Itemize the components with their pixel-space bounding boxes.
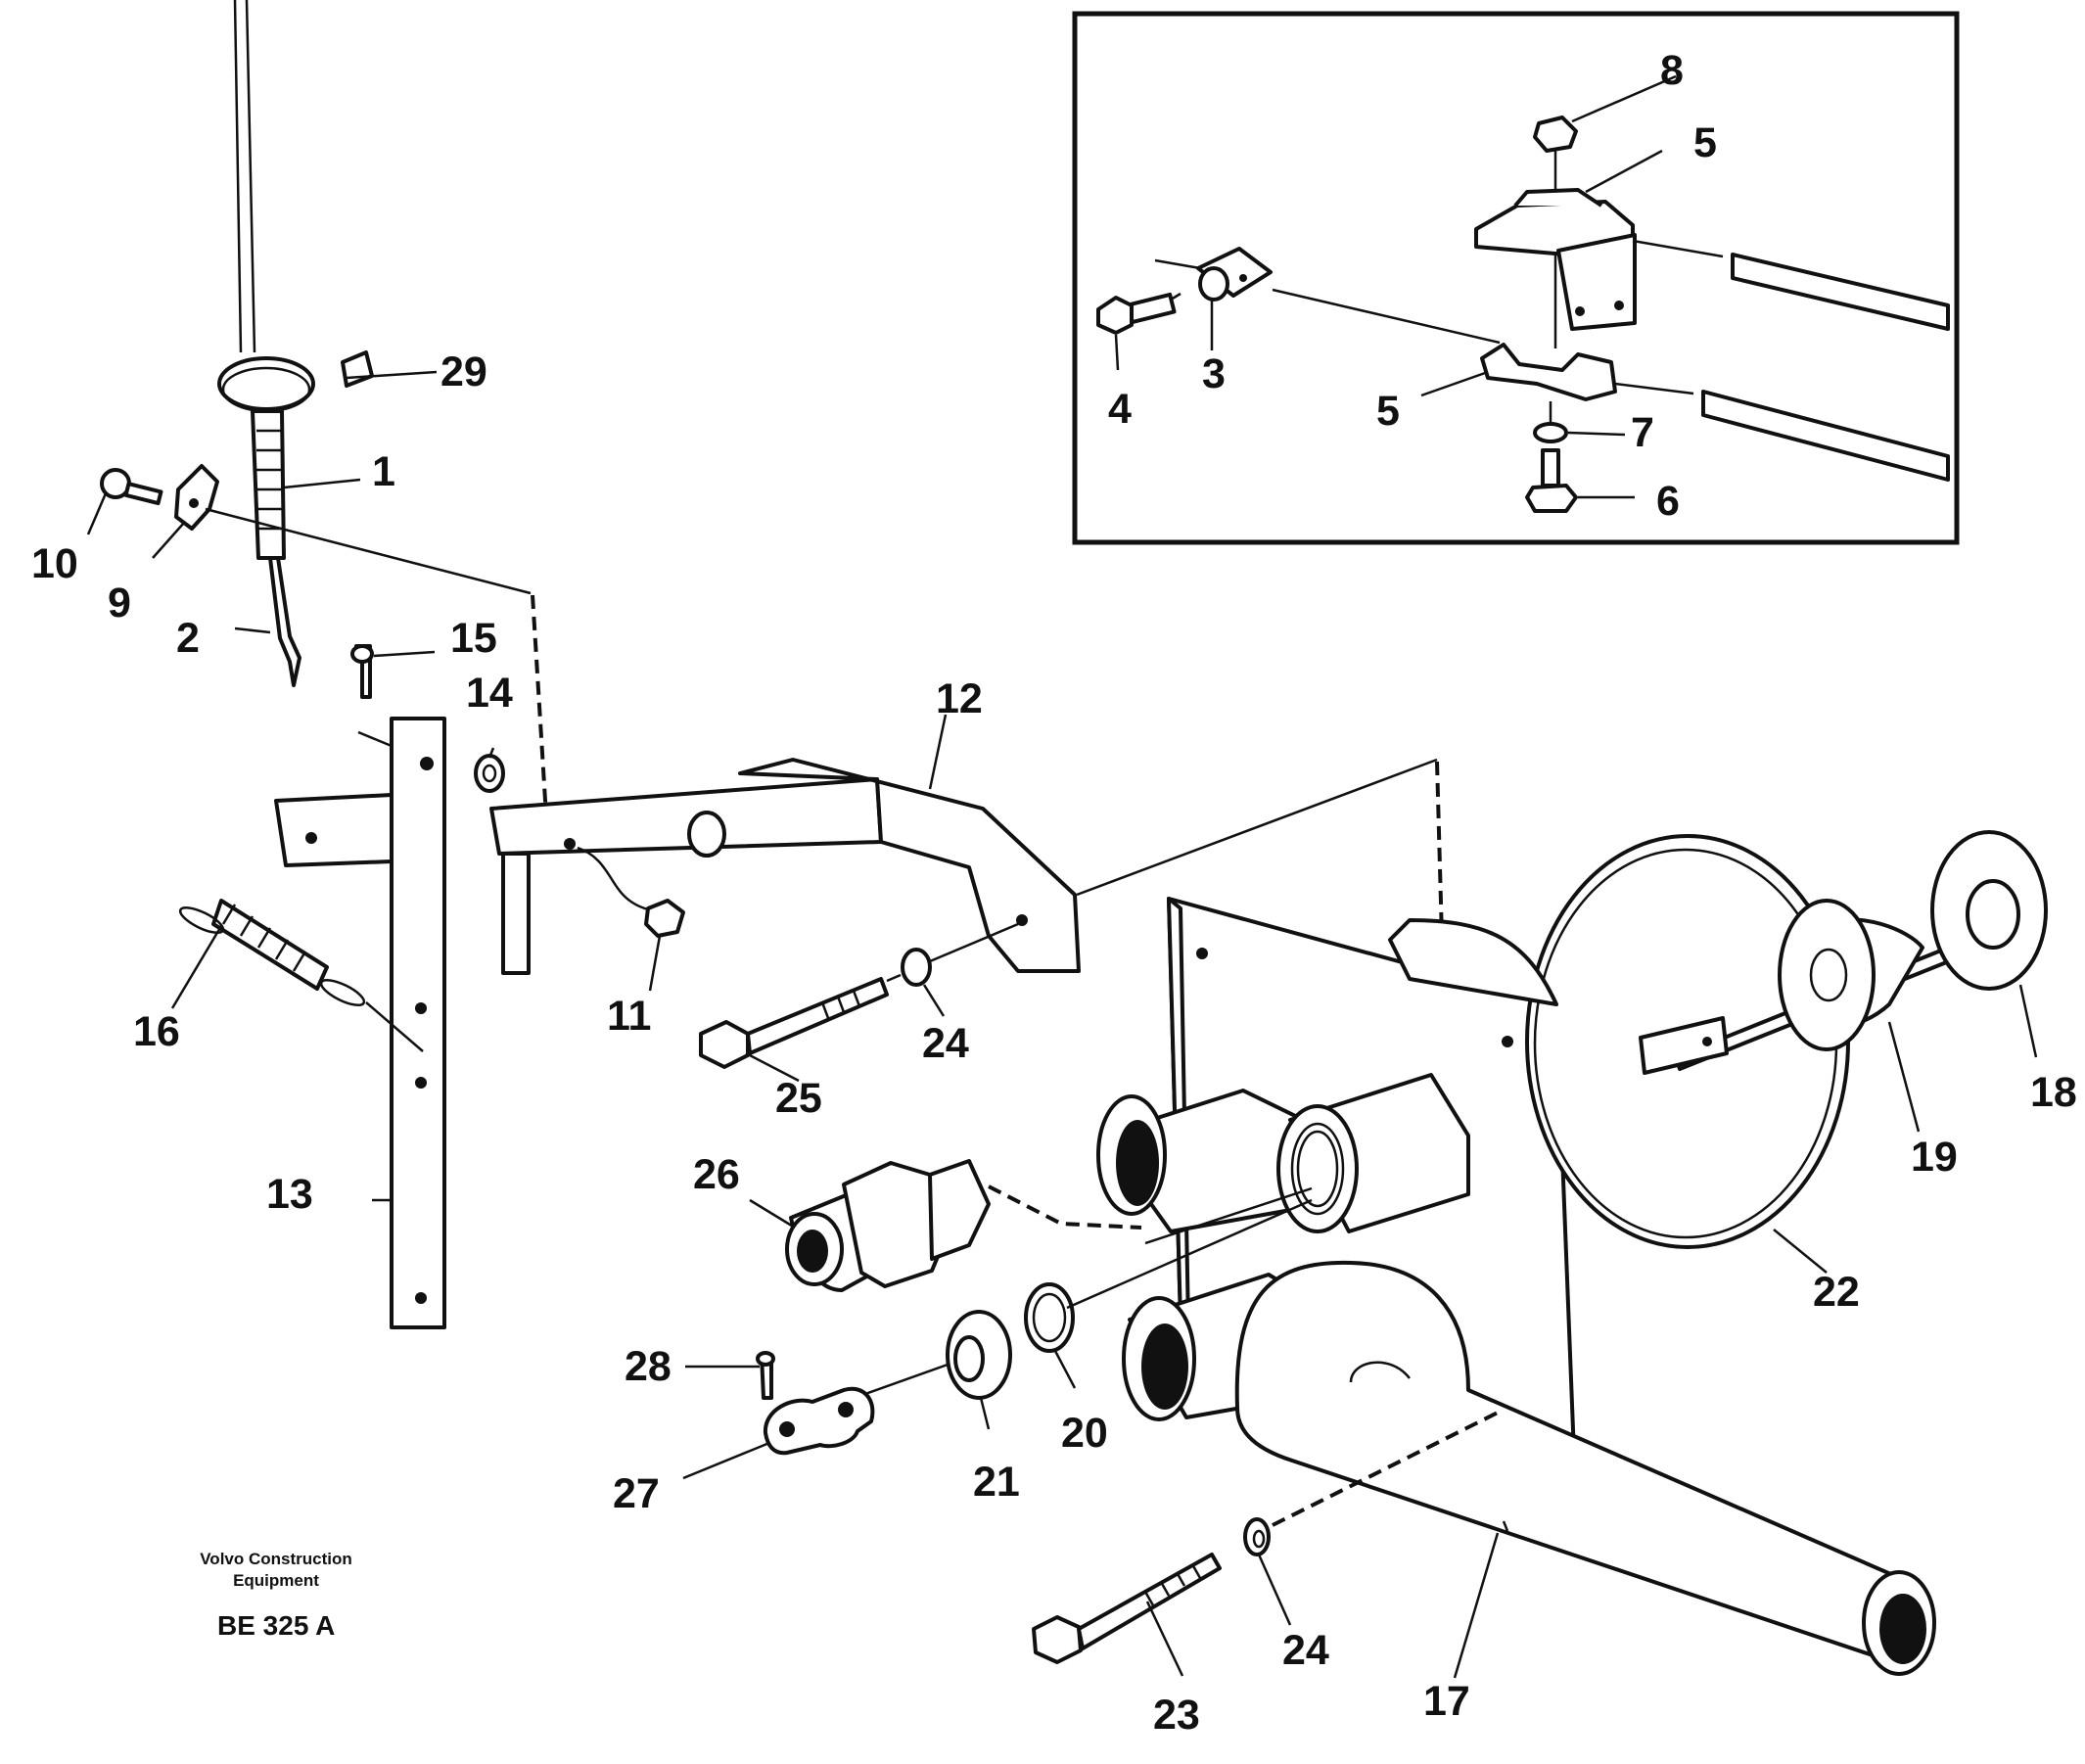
callout-27: 27 bbox=[613, 1470, 660, 1517]
hose-clamp-part-29 bbox=[217, 356, 315, 411]
drawing-caption: Volvo Construction Equipment BE 325 A bbox=[200, 1550, 352, 1641]
cable-spring-part-1 bbox=[251, 409, 286, 560]
company-name-line1: Volvo Construction bbox=[200, 1550, 352, 1568]
cable-upper bbox=[1731, 253, 1950, 331]
bracket-part bbox=[1556, 233, 1637, 331]
callout-18: 18 bbox=[2030, 1069, 2077, 1116]
bracket-part-9 bbox=[174, 464, 219, 531]
cable-lower bbox=[1701, 390, 1950, 482]
callout-10: 10 bbox=[31, 540, 78, 587]
pin-and-washer bbox=[350, 644, 505, 793]
bolt-assembly-25 bbox=[699, 922, 1019, 1069]
nut-part-8 bbox=[1533, 116, 1578, 153]
callout-5-upper: 5 bbox=[1693, 119, 1717, 166]
callout-15: 15 bbox=[450, 615, 497, 662]
callout-3: 3 bbox=[1202, 350, 1226, 397]
callout-6: 6 bbox=[1656, 478, 1680, 525]
leader-lines bbox=[86, 74, 2038, 1679]
shaft-assembly bbox=[1639, 830, 2048, 1075]
nut-part-11 bbox=[644, 899, 685, 938]
washer-part-14 bbox=[474, 754, 505, 793]
inset-frame bbox=[1072, 11, 1960, 545]
callout-14: 14 bbox=[466, 670, 513, 717]
callout-5-lower: 5 bbox=[1376, 388, 1400, 435]
callout-9: 9 bbox=[108, 580, 131, 627]
callout-24-upper: 24 bbox=[922, 1020, 969, 1067]
callout-19: 19 bbox=[1911, 1134, 1958, 1181]
callout-29: 29 bbox=[440, 348, 487, 395]
bolt-part-6 bbox=[1525, 484, 1578, 513]
washer-part-24-upper bbox=[901, 948, 932, 987]
callout-12: 12 bbox=[936, 675, 983, 722]
callout-21: 21 bbox=[973, 1459, 1020, 1506]
callout-numbers: 29 1 10 9 2 15 14 12 11 16 24 25 13 26 2… bbox=[31, 47, 2077, 1739]
bolt-assembly-23 bbox=[1032, 1408, 1505, 1664]
cable-assembly bbox=[100, 0, 548, 817]
company-name-line2: Equipment bbox=[233, 1571, 319, 1590]
arm-part-12 bbox=[489, 758, 1447, 1044]
link-part-27 bbox=[756, 1351, 875, 1456]
inset-detail bbox=[1072, 11, 1960, 545]
callout-8: 8 bbox=[1660, 47, 1684, 94]
callout-26: 26 bbox=[693, 1151, 740, 1198]
washer-part-24-lower bbox=[1243, 1517, 1271, 1556]
union-part-26 bbox=[785, 1159, 1313, 1292]
callout-1: 1 bbox=[372, 448, 395, 495]
bolt-part-25 bbox=[699, 1020, 750, 1069]
callout-11: 11 bbox=[607, 993, 651, 1040]
callout-23: 23 bbox=[1153, 1692, 1200, 1739]
rod-part-2 bbox=[268, 556, 301, 687]
lever-part-13 bbox=[274, 717, 446, 1329]
bolt-part-23 bbox=[1032, 1615, 1083, 1664]
callout-24-lower: 24 bbox=[1282, 1627, 1329, 1674]
drawing-code: BE 325 A bbox=[217, 1610, 335, 1641]
washer-part-7 bbox=[1533, 422, 1568, 443]
valve-body-part-17 bbox=[1096, 834, 1936, 1676]
callout-16: 16 bbox=[133, 1008, 180, 1055]
bolt-part-4 bbox=[1096, 296, 1134, 335]
callout-4: 4 bbox=[1108, 386, 1132, 433]
callout-13: 13 bbox=[266, 1171, 313, 1218]
spring-part-16 bbox=[178, 899, 424, 1052]
seals-lower bbox=[864, 1198, 1313, 1400]
callout-7: 7 bbox=[1631, 409, 1654, 456]
callout-22: 22 bbox=[1813, 1269, 1860, 1316]
clamp-lower-part-5 bbox=[1480, 343, 1617, 401]
callout-2: 2 bbox=[176, 615, 200, 662]
callout-17: 17 bbox=[1423, 1678, 1470, 1725]
shaft-part bbox=[1639, 1016, 1729, 1075]
callout-20: 20 bbox=[1061, 1410, 1108, 1457]
callout-25: 25 bbox=[775, 1075, 822, 1122]
callout-28: 28 bbox=[625, 1343, 672, 1390]
